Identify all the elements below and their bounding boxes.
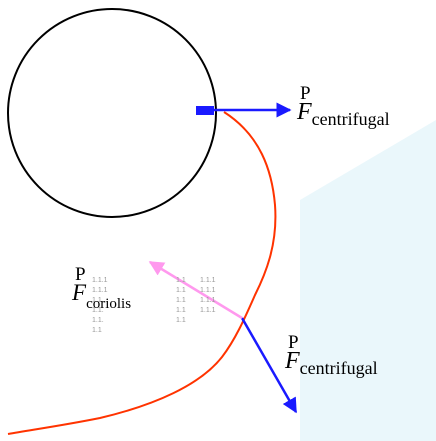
svg-text:1.1.1: 1.1.1 bbox=[200, 307, 216, 314]
vector-mark: P bbox=[75, 264, 86, 285]
force-subscript: centrifugal bbox=[311, 109, 390, 129]
svg-text:1.1.: 1.1. bbox=[92, 317, 104, 324]
centrifugal-arrow-bottom bbox=[240, 317, 298, 414]
svg-text:1.1: 1.1 bbox=[176, 277, 186, 284]
glyph-artifacts: 1.1.1 1.1.1 1.1. 1.1. 1.1. 1.1 1.1 1.1 1… bbox=[92, 277, 216, 334]
coriolis-arrow bbox=[148, 260, 243, 320]
svg-text:1.1.1: 1.1.1 bbox=[92, 287, 108, 294]
trajectory-curve bbox=[7, 111, 277, 435]
svg-text:1.1: 1.1 bbox=[176, 297, 186, 304]
vector-mark: P bbox=[300, 83, 311, 104]
svg-text:1.1.1: 1.1.1 bbox=[92, 277, 108, 284]
start-block bbox=[196, 106, 214, 115]
svg-text:1.1.1: 1.1.1 bbox=[200, 297, 216, 304]
svg-text:1.1: 1.1 bbox=[176, 307, 186, 314]
vector-mark: P bbox=[288, 332, 299, 353]
svg-text:1.1.1: 1.1.1 bbox=[200, 277, 216, 284]
svg-text:1.1.1: 1.1.1 bbox=[200, 287, 216, 294]
svg-text:1.1: 1.1 bbox=[176, 287, 186, 294]
svg-text:1.1.: 1.1. bbox=[92, 297, 104, 304]
force-subscript: coriolis bbox=[86, 296, 132, 312]
background-shading bbox=[300, 120, 436, 441]
rotating-circle bbox=[7, 8, 217, 218]
svg-text:1.1: 1.1 bbox=[176, 317, 186, 324]
svg-text:1.1: 1.1 bbox=[92, 327, 102, 334]
force-subscript: centrifugal bbox=[299, 358, 378, 378]
svg-text:1.1.: 1.1. bbox=[92, 307, 104, 314]
